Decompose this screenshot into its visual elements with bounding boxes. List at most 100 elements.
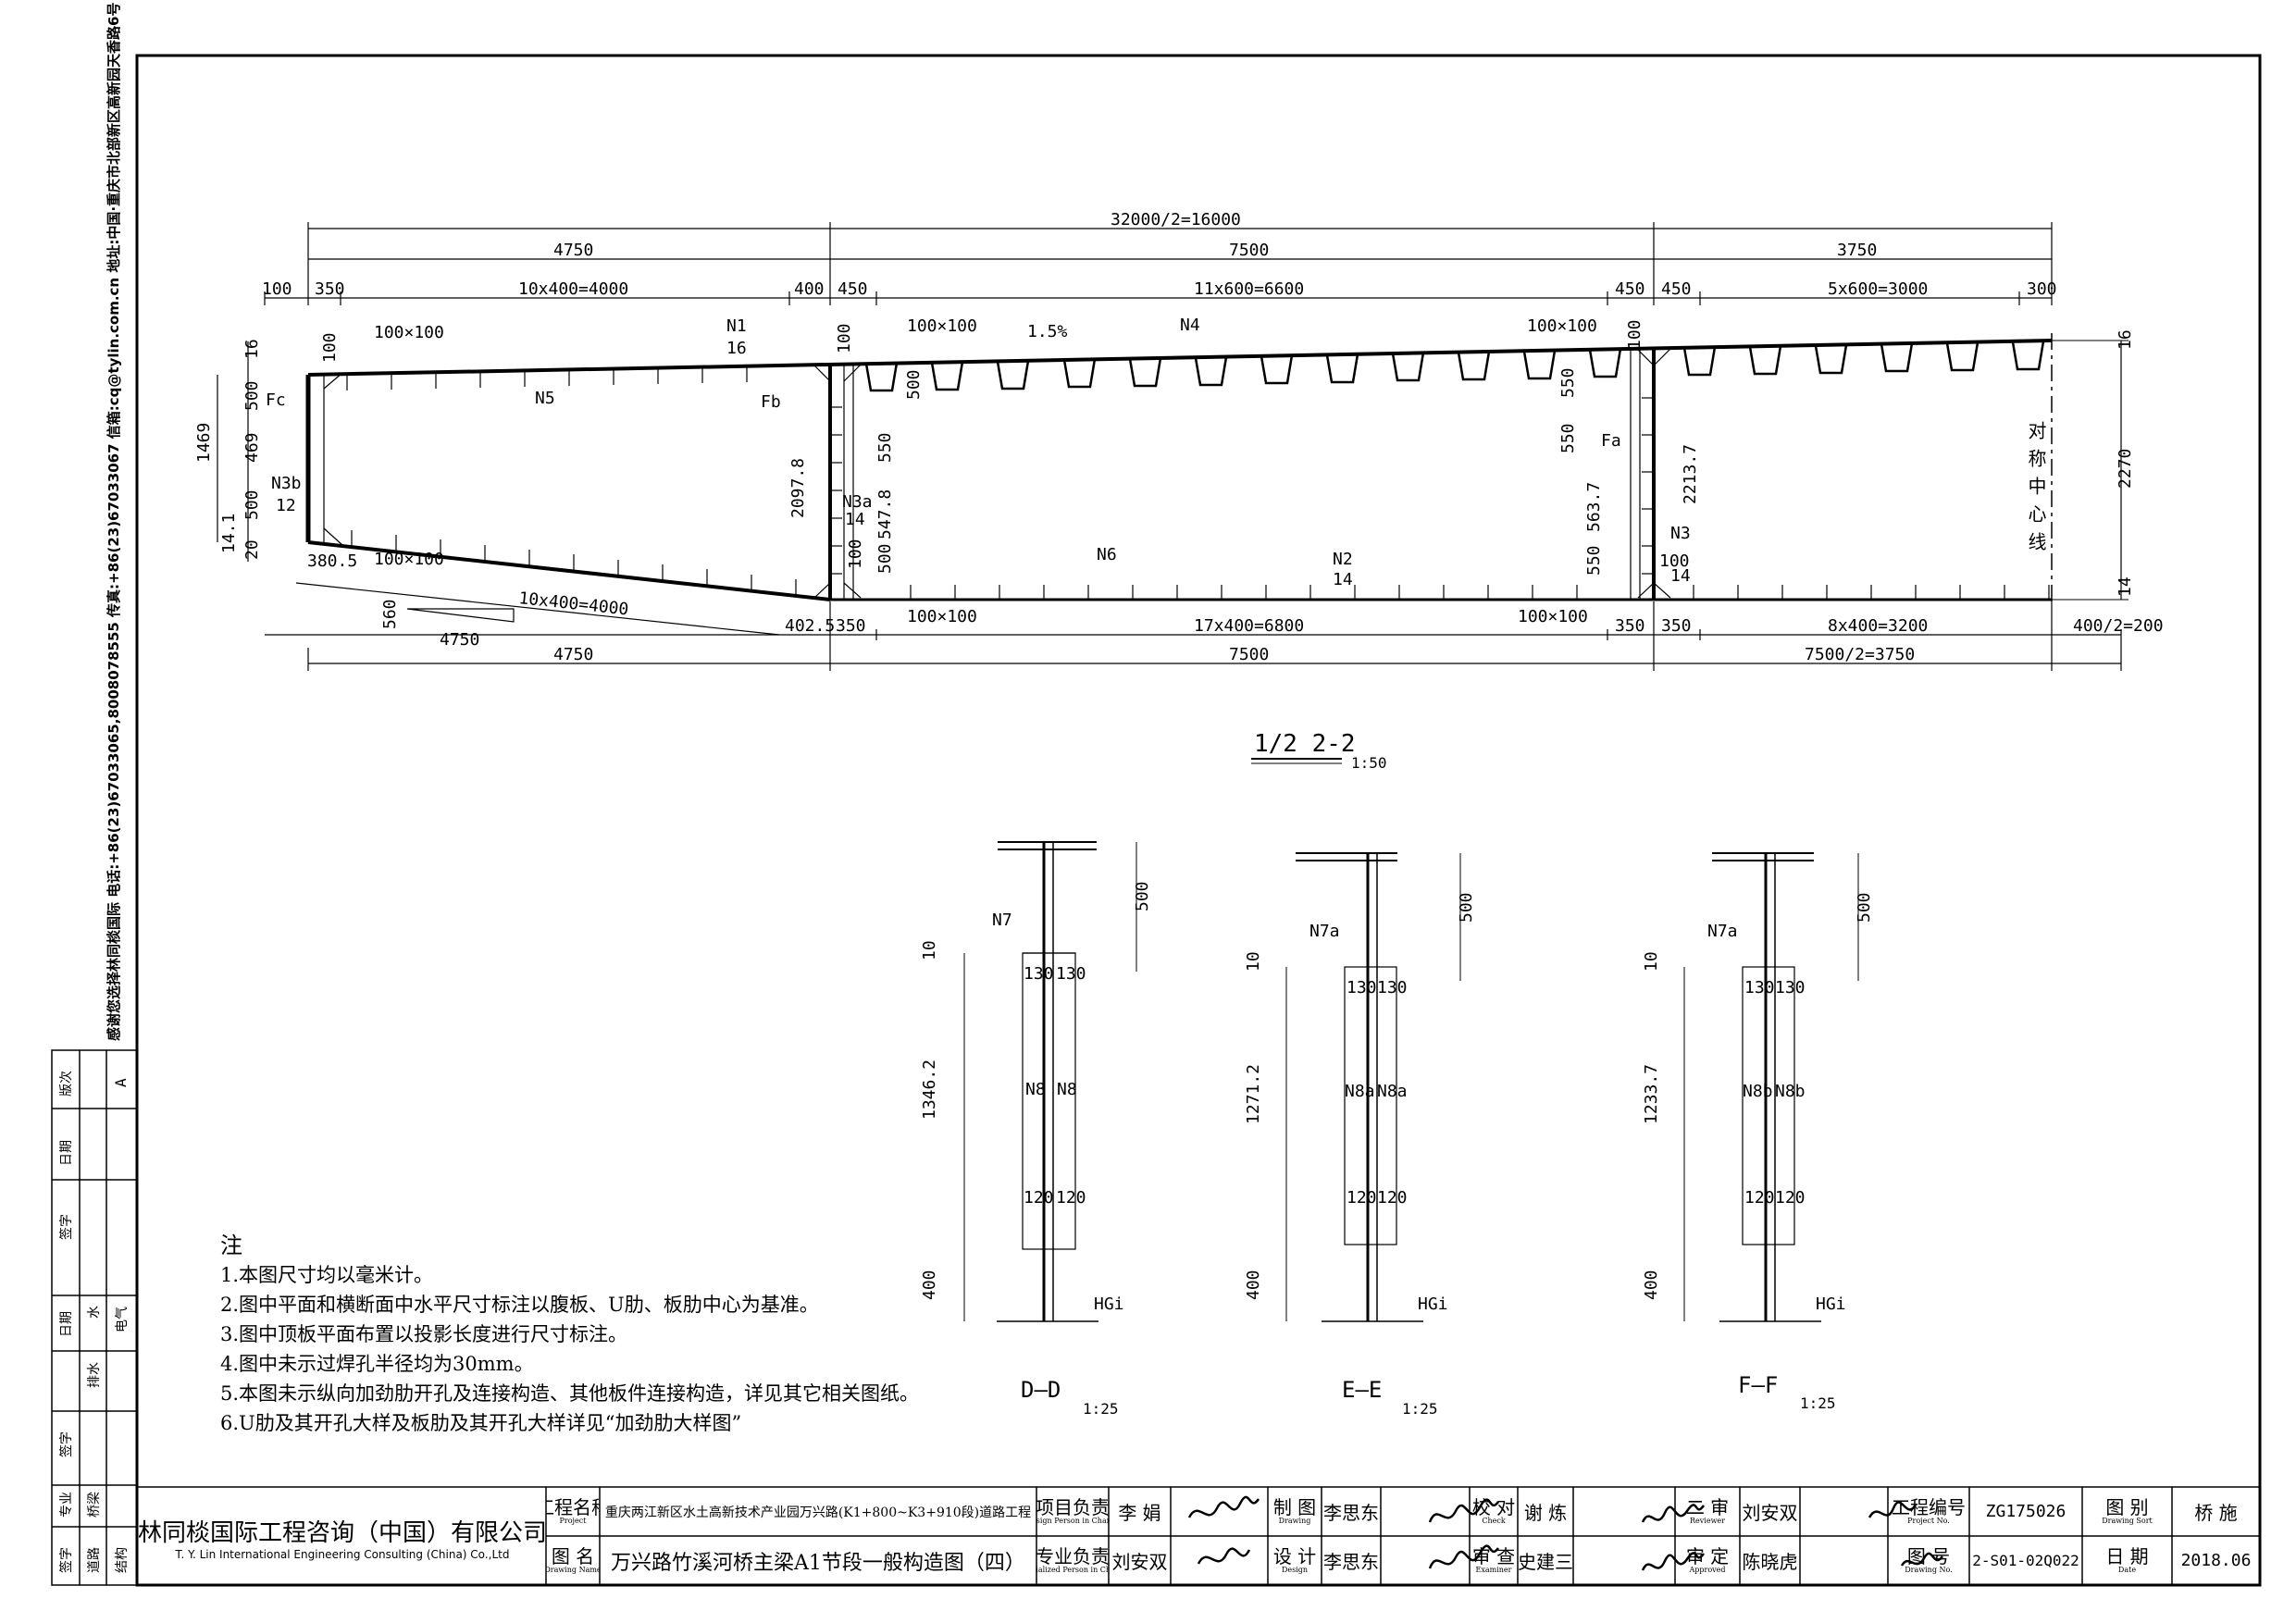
dim-left: 469: [242, 432, 262, 463]
rev-header: 日期: [59, 1311, 74, 1337]
dim-left: 16: [242, 339, 262, 359]
rev-value: A: [112, 1078, 130, 1087]
label-n3a-t: 14: [845, 510, 865, 529]
dwgno-label-en: Drawing No.: [1905, 1566, 1953, 1574]
dim-h: 1271.2: [1244, 1064, 1263, 1124]
dim-bottom-seg: 7500/2=3750: [1805, 645, 1915, 664]
dim-sub: 5x600=3000: [1828, 279, 1928, 299]
dim-bottom-sub: 10x400=4000: [517, 588, 629, 619]
section-title: 1/2 2-2: [1254, 730, 1356, 758]
detail-name: F—F: [1738, 1372, 1778, 1398]
detail-name: E—E: [1342, 1377, 1382, 1403]
projno-label: 工程编号 Project No.: [1888, 1487, 1969, 1536]
label-fc: Fc: [266, 390, 286, 410]
notes: 注 1.本图尺寸均以毫米计。 2.图中平面和横断面中水平尺寸标注以腹板、U肋、板…: [220, 1231, 919, 1438]
discipline: 水: [87, 1306, 102, 1319]
exam-value: 史建三: [1518, 1551, 1573, 1573]
label-bot: 120: [1744, 1188, 1775, 1208]
label-stiff: N8a: [1377, 1082, 1408, 1101]
label-n3b: N3b: [271, 474, 302, 493]
dim-100: 100: [846, 539, 865, 569]
label-n5: N5: [535, 389, 555, 408]
note-item: 1.本图尺寸均以毫米计。: [220, 1264, 434, 1286]
dim-bottom-sub: 350: [1661, 616, 1692, 636]
exam-label-en: Examiner: [1475, 1566, 1512, 1574]
check-label-text: 校 对: [1471, 1496, 1516, 1518]
notes-heading: 注: [220, 1233, 242, 1258]
dim-total: 32000/2=16000: [1111, 210, 1241, 229]
label-stiff: N8b: [1743, 1082, 1773, 1101]
dim-sub: 100: [262, 279, 292, 299]
dim-bottom-sub: 17x400=6800: [1194, 616, 1304, 636]
drawing-name: 万兴路竹溪河桥主梁A1节段一般构造图（四）: [611, 1551, 1025, 1575]
drawing-label-text: 图 名: [551, 1545, 595, 1567]
label-slope: 1.5%: [1027, 322, 1068, 341]
dim-seg2: 7500: [1229, 241, 1269, 260]
sort-value: 桥 施: [2194, 1502, 2238, 1524]
rev-header: 日期: [59, 1140, 74, 1166]
date-value: 2018.06: [2180, 1551, 2252, 1570]
dim-top-h: 500: [1855, 892, 1874, 923]
drawn-value: 李思东: [1323, 1502, 1379, 1524]
discipline: 电气: [115, 1307, 130, 1332]
dim-550: 550: [1558, 423, 1578, 453]
discipline: 签字: [58, 1547, 74, 1573]
company-cn: 林同棪国际工程咨询（中国）有限公司: [139, 1518, 546, 1544]
label-top: 130: [1024, 964, 1054, 984]
dim-550: 550: [1584, 545, 1604, 576]
pm-label: 项目负责 Design Person in Charge: [1036, 1487, 1109, 1536]
label-plate: 100×100: [1518, 607, 1588, 626]
label-plate: 100×100: [907, 607, 977, 626]
pm-value: 李 娟: [1118, 1502, 1161, 1524]
rev-header: 签字: [58, 1214, 74, 1240]
dim-bot-h: 400: [1244, 1270, 1263, 1300]
dim-h: 1346.2: [920, 1059, 939, 1120]
check-label: 校 对 Check: [1470, 1487, 1518, 1536]
detail-ee: [1285, 852, 1461, 1322]
detail-scale: 1:25: [1402, 1400, 1438, 1418]
dim-100: 100: [1625, 319, 1644, 350]
label-n3a: N3a: [842, 492, 873, 512]
dim-2213: 2213.7: [1681, 444, 1700, 504]
dim-sub: 450: [1661, 279, 1692, 299]
main-section: [217, 222, 2128, 671]
exam-label-text: 审 查: [1471, 1545, 1516, 1567]
label-rib: N7a: [1309, 922, 1340, 941]
dim-bottom-seg: 4750: [553, 645, 593, 664]
label-bot: 120: [1056, 1188, 1086, 1208]
sort-label-en: Drawing Sort: [2102, 1517, 2153, 1525]
dim-sub: 10x400=4000: [518, 279, 628, 299]
main-section-labels: 32000/2=16000 4750 7500 3750 100 350 10x…: [194, 210, 2164, 772]
dim-2097: 2097.8: [788, 458, 808, 518]
label-bot: 120: [1024, 1188, 1054, 1208]
appr-label: 审 定 Approved: [1675, 1536, 1740, 1585]
appr-label-text: 审 定: [1685, 1545, 1730, 1567]
dim-right: 16: [2116, 329, 2135, 350]
dim-left: 500: [242, 489, 262, 520]
dim-bot-h: 400: [920, 1270, 939, 1300]
dim-500: 500: [904, 369, 924, 400]
dim-100: 100: [320, 332, 340, 363]
detail-name: D—D: [1021, 1377, 1061, 1403]
label-top: 130: [1377, 978, 1408, 997]
label-stiff: N8: [1025, 1080, 1046, 1099]
pm-label-en: Design Person in Charge: [1036, 1517, 1109, 1525]
project-label-en: Project: [559, 1517, 587, 1525]
label-stiff: N8b: [1775, 1082, 1806, 1101]
dim-550: 550: [1558, 367, 1578, 398]
dim-bottom-sub: 350: [836, 616, 866, 636]
dim-right: 2270: [2116, 449, 2135, 489]
dim-bot-h: 400: [1642, 1270, 1661, 1300]
dim-seg1: 4750: [553, 241, 593, 260]
dim-sub: 300: [2027, 279, 2057, 299]
discipline: 专业: [59, 1492, 74, 1518]
dwgno-label: 图 号 Drawing No.: [1888, 1536, 1969, 1585]
label-bot: 120: [1347, 1188, 1377, 1208]
projno-label-text: 工程编号: [1892, 1496, 1966, 1518]
dim-sub: 450: [1615, 279, 1645, 299]
label-rib: N7a: [1707, 922, 1738, 941]
detail-scale: 1:25: [1083, 1400, 1119, 1418]
dim-100: 100: [1659, 551, 1690, 571]
label-top: 130: [1775, 978, 1806, 997]
sort-label: 图 别 Drawing Sort: [2082, 1487, 2172, 1536]
